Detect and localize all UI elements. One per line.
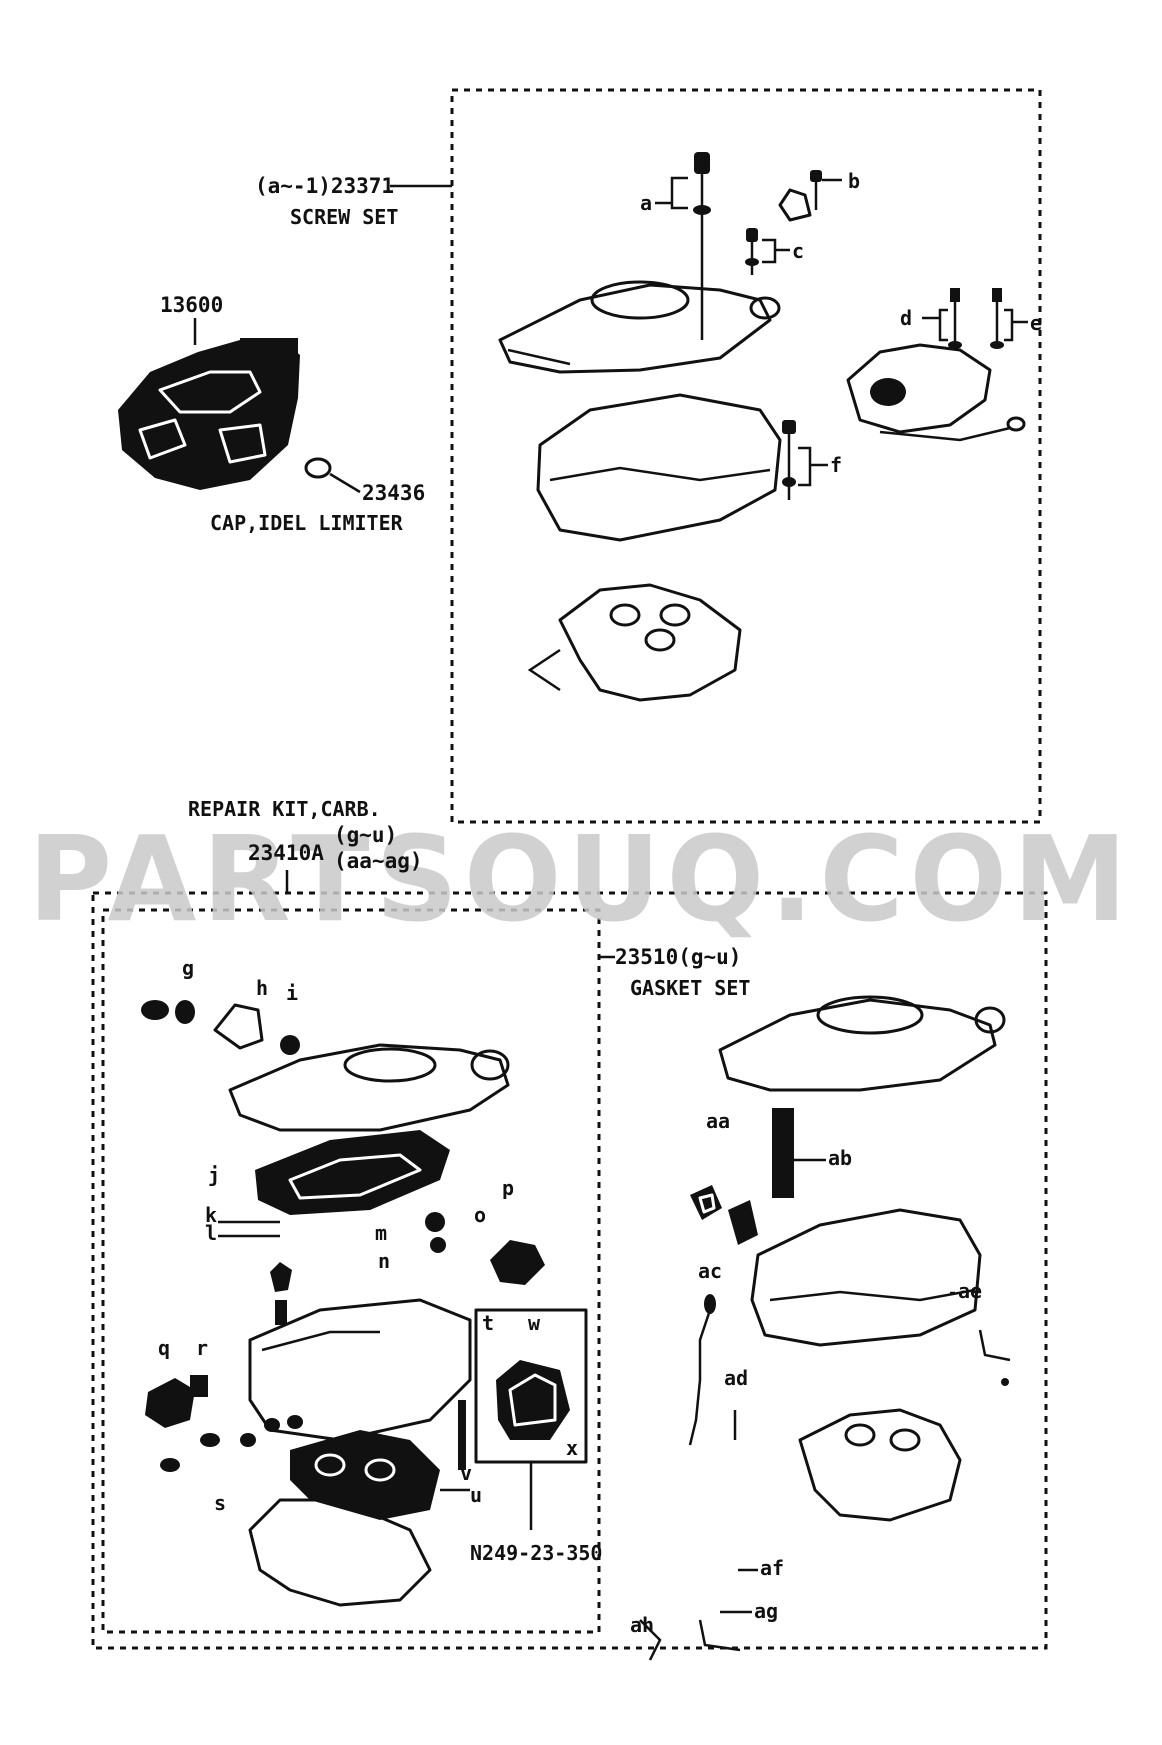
- gasket-set-drawings: [141, 1000, 588, 1607]
- letter-ah: ah: [630, 1613, 654, 1637]
- screw-set-frame: [450, 88, 1042, 824]
- repair-kit-right-drawings: [639, 995, 1011, 1661]
- letter-e: e: [1030, 311, 1042, 335]
- letter-d: d: [900, 306, 912, 330]
- screw-a-drawing: [655, 152, 711, 340]
- letter-callouts: a b c d e f g h i j k l m n o p q r s t …: [158, 169, 1042, 1637]
- choke-housing-drawing: [846, 288, 1028, 442]
- letter-o: o: [474, 1203, 486, 1227]
- letter-a: a: [640, 191, 652, 215]
- letter-g: g: [182, 956, 194, 980]
- letter-b: b: [848, 169, 860, 193]
- repair-kit-name-label: REPAIR KIT,CARB.: [188, 797, 381, 821]
- letter-ag: ag: [754, 1599, 778, 1623]
- letter-w: w: [528, 1311, 541, 1335]
- screw-set-name-label: SCREW SET: [290, 205, 398, 229]
- letter-ae: ae: [958, 1279, 982, 1303]
- letter-ab: ab: [828, 1146, 852, 1170]
- carburetor-assembly-drawing: [118, 338, 300, 490]
- letter-n: n: [378, 1249, 390, 1273]
- letter-k: k: [205, 1203, 217, 1227]
- sub-kit-label: N249-23-350: [470, 1541, 602, 1565]
- letter-t: t: [482, 1311, 494, 1335]
- letter-aa: aa: [706, 1109, 730, 1133]
- cap-name-label: CAP,IDEL LIMITER: [210, 511, 404, 535]
- letter-s: s: [214, 1491, 226, 1515]
- cap-idel-limiter-drawing: [304, 457, 361, 494]
- gasket-set-name-label: GASKET SET: [630, 976, 750, 1000]
- letter-q: q: [158, 1336, 170, 1360]
- gasket-set-code-label: 23510(g~u): [615, 945, 741, 969]
- upper-body-drawing: [498, 280, 781, 374]
- letter-j: j: [208, 1163, 220, 1187]
- letter-ac: ac: [698, 1259, 722, 1283]
- cap-code-label: 23436: [362, 481, 425, 505]
- carb-assy-label: 13600: [160, 293, 223, 317]
- letter-l: l: [205, 1221, 217, 1245]
- letter-i: i: [286, 981, 298, 1005]
- letter-p: p: [502, 1176, 514, 1200]
- letter-h: h: [256, 976, 268, 1000]
- flange-base-drawing: [527, 583, 742, 702]
- letter-u: u: [470, 1483, 482, 1507]
- letter-x: x: [566, 1436, 578, 1460]
- letter-c: c: [792, 239, 804, 263]
- repair-kit-frame: [91, 891, 1048, 1650]
- screw-set-code-label: (a~-1)23371: [255, 174, 394, 198]
- screw-b-drawing: [778, 170, 842, 222]
- gasket-set-frame: [101, 908, 601, 1634]
- letter-af: af: [760, 1556, 784, 1580]
- letter-v: v: [460, 1461, 472, 1485]
- screw-c-drawing: [745, 228, 790, 275]
- letter-r: r: [196, 1336, 208, 1360]
- repair-kit-code-label: 23410A: [248, 841, 324, 865]
- main-body-drawing: [536, 393, 828, 542]
- repair-kit-range1-label: (g~u): [334, 823, 397, 847]
- repair-kit-range2-label: (aa~ag): [334, 849, 423, 873]
- watermark: PARTSOUQ.COM: [28, 810, 1133, 948]
- letter-f: f: [830, 453, 842, 477]
- letter-m: m: [375, 1221, 387, 1245]
- letter-ad: ad: [724, 1366, 748, 1390]
